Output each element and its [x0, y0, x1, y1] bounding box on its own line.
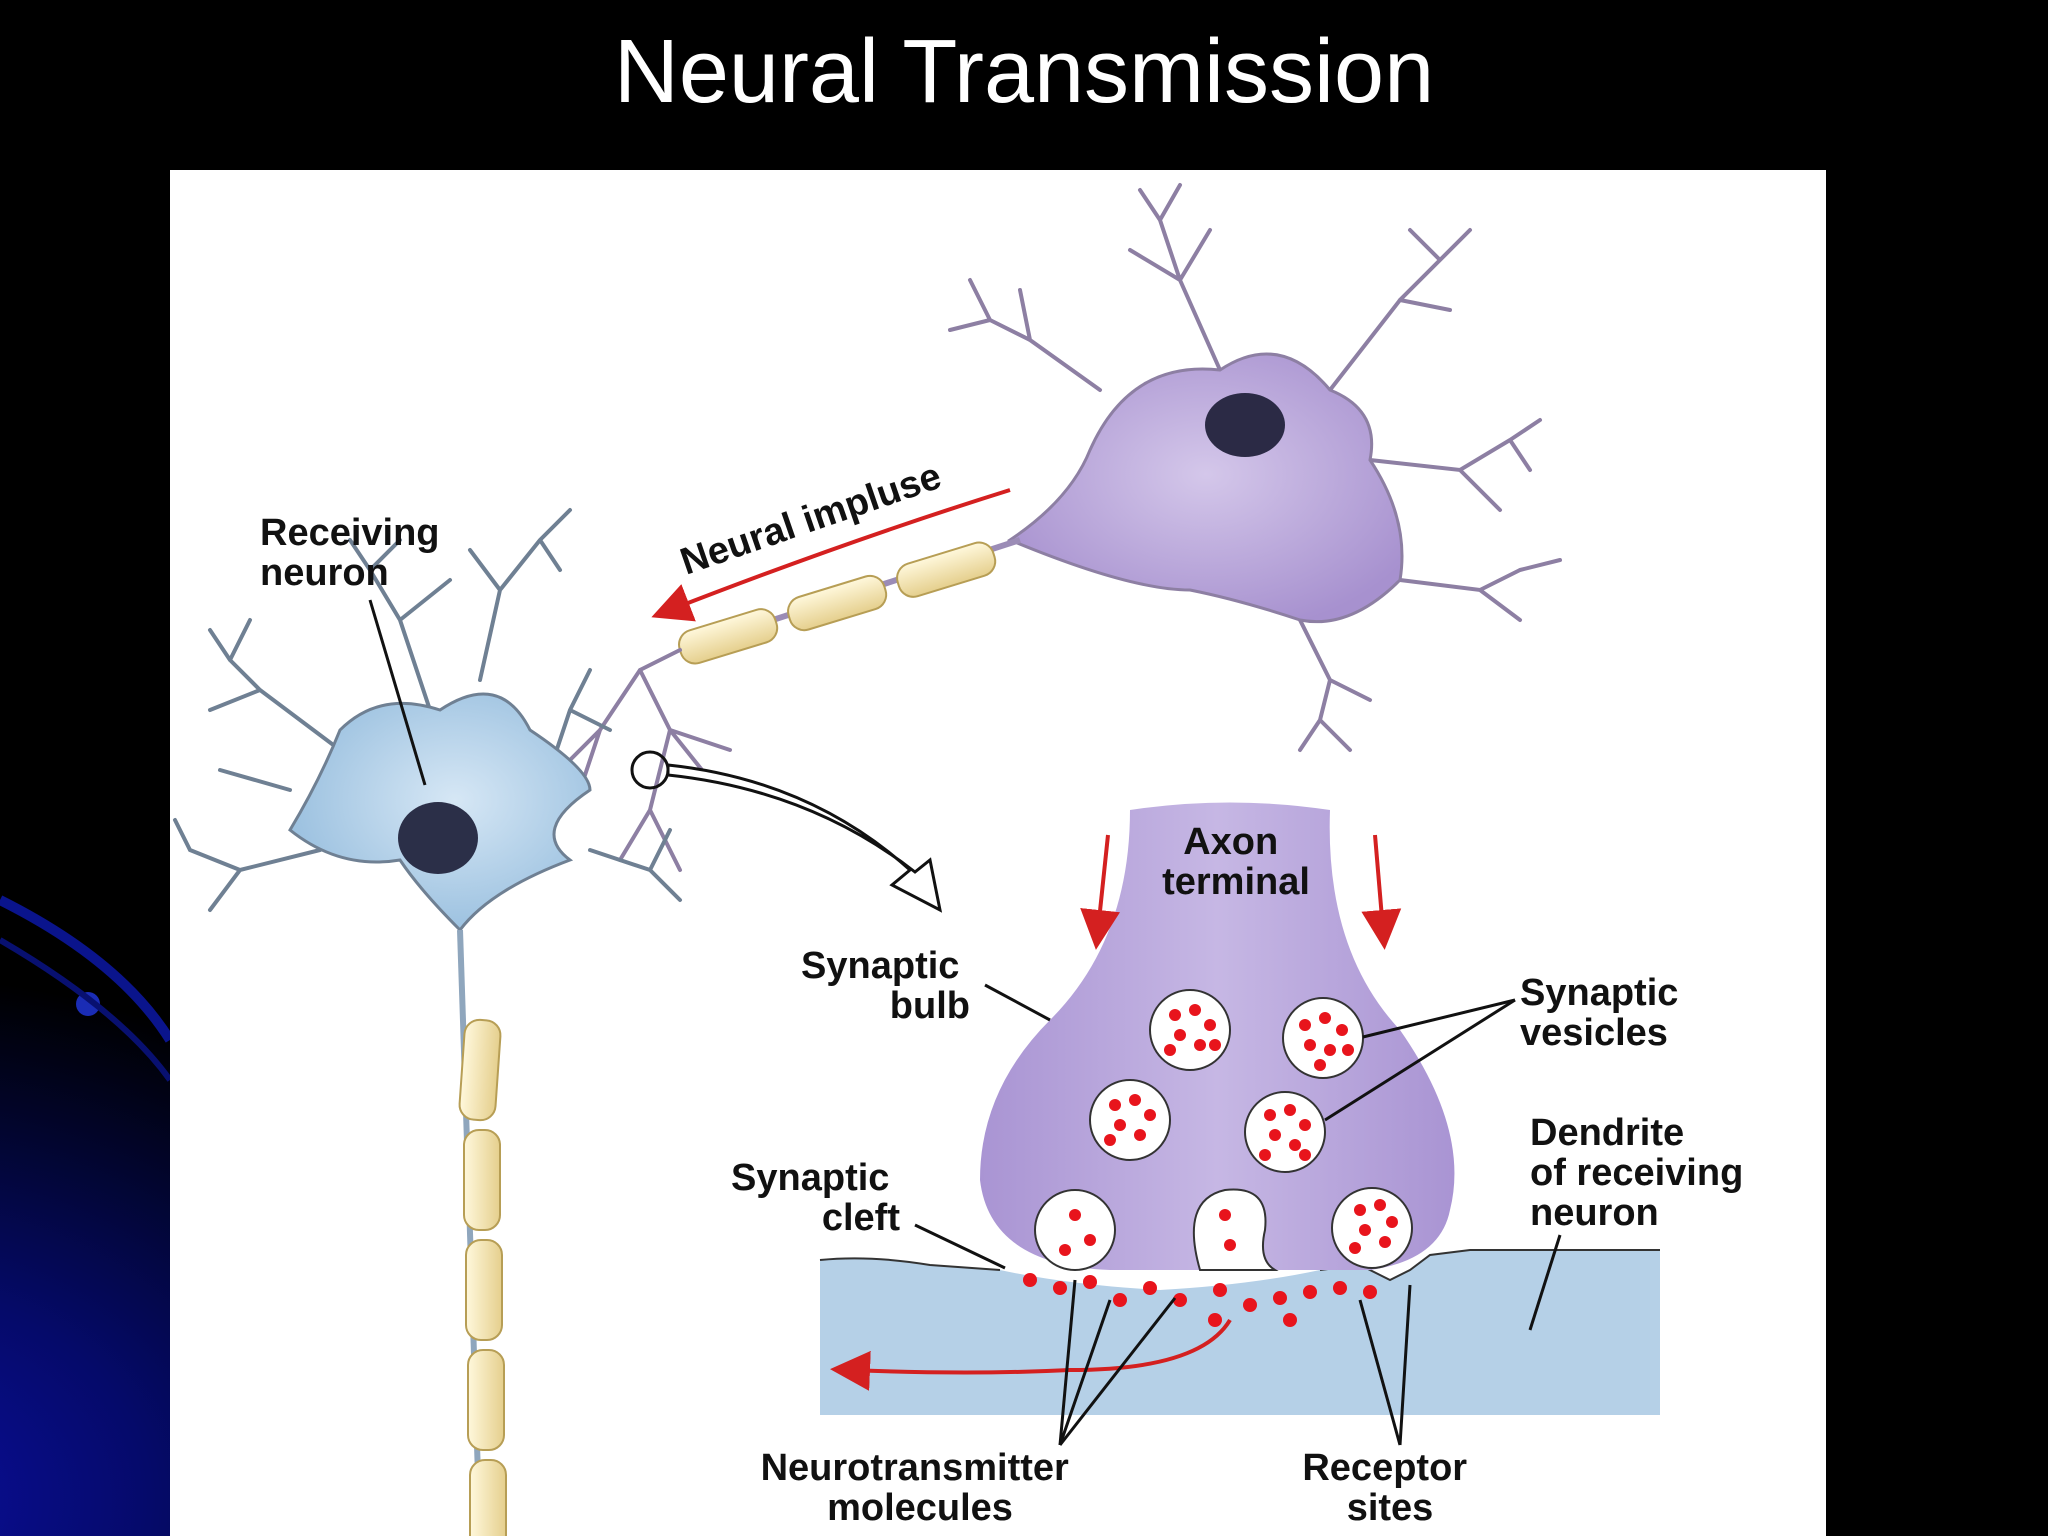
synapse-detail — [819, 802, 1660, 1415]
impulse-arrow — [651, 488, 1011, 622]
synaptic-bulb-label: Synaptic bulb — [801, 945, 970, 1027]
receiving-neuron — [173, 508, 682, 1536]
sending-neuron — [948, 183, 1562, 752]
receptor-sites-label: Receptor sites — [1302, 1447, 1477, 1529]
neurotransmitter-label: Neurotransmitter molecules — [761, 1447, 1080, 1529]
magnify-circle — [630, 750, 670, 790]
receiving-neuron-label: Receiving neuron — [260, 512, 450, 594]
neurotransmitter-pointers — [1058, 1279, 1177, 1446]
receiving-neuron-pointer — [368, 599, 427, 786]
vesicles-pointer-2 — [1324, 998, 1516, 1122]
synaptic-cleft-label: Synaptic cleft — [731, 1157, 900, 1239]
receiving-dendrite — [820, 1250, 1660, 1415]
dendrite-label: Dendrite of receiving neuron — [1530, 1112, 1754, 1234]
slide-title: Neural Transmission — [613, 22, 1435, 122]
sending-nucleus — [1205, 393, 1285, 457]
diagram-panel: Neural impluse Receiving neuron — [170, 170, 1826, 1536]
dendrite-impulse-arrow — [830, 1318, 1232, 1391]
receiving-nucleus — [398, 802, 478, 874]
synaptic-cleft-pointer — [914, 1223, 1006, 1270]
neural-transmission-diagram: Neural impluse Receiving neuron — [173, 183, 1754, 1536]
dendrite-pointer — [1528, 1234, 1562, 1331]
synaptic-vesicles-label: Synaptic vesicles — [1520, 972, 1689, 1054]
zoom-arrow — [666, 763, 943, 913]
slide-decoration — [0, 895, 175, 1082]
synaptic-bulb-pointer — [984, 983, 1051, 1022]
vesicles-pointer-1 — [1362, 998, 1516, 1039]
neurotransmitter-dots — [1023, 1004, 1398, 1327]
sending-axon — [558, 537, 1021, 872]
axon-terminal-label: Axon terminal — [1162, 821, 1310, 903]
receiving-axon-myelin — [458, 1018, 507, 1536]
receptor-pointers — [1358, 1284, 1412, 1446]
